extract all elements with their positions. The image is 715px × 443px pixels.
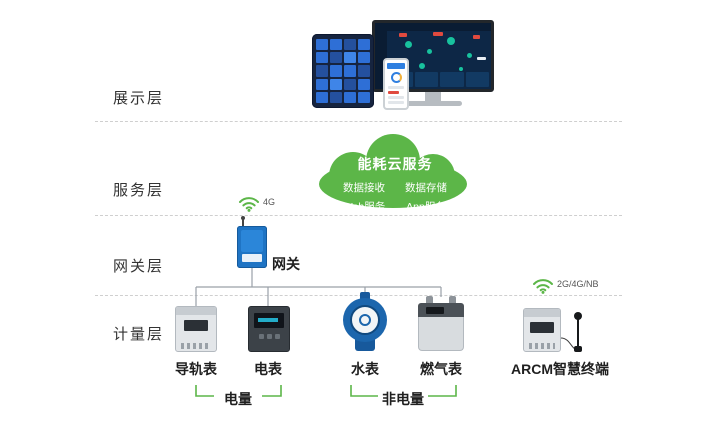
monitor-stand-base	[404, 101, 462, 106]
phone-header-bar	[387, 63, 405, 69]
meter-label-electric: 电表	[254, 361, 282, 377]
layer-separator-3	[95, 295, 622, 296]
gateway-face	[241, 230, 263, 252]
panel-meter-screen	[254, 313, 284, 328]
meter-label-water: 水表	[351, 361, 379, 377]
electric-panel-meter	[248, 306, 290, 352]
gateway-antenna	[241, 216, 245, 226]
layer-label-metering: 计量层	[113, 326, 165, 343]
layer-label-display: 展示层	[113, 90, 165, 107]
layer-label-service: 服务层	[113, 182, 165, 199]
cloud-item-web-service: Web服务	[342, 201, 386, 213]
arcm-wifi-signal-icon	[533, 279, 553, 294]
wifi-signal-icon	[239, 197, 259, 212]
water-meter	[342, 292, 388, 354]
gas-meter	[418, 296, 464, 352]
layer-separator-1	[95, 121, 622, 122]
gateway-wireless-label: 4G	[263, 197, 276, 207]
energy-cloud-service: 能耗云服务 数据接收 数据存储 Web服务 App服务	[305, 134, 485, 214]
external-antenna	[573, 312, 583, 352]
group-label-non-electric-quantity: 非电量	[382, 391, 424, 407]
cloud-shape	[319, 134, 467, 208]
meter-label-din-rail: 导轨表	[175, 361, 217, 377]
cloud-service-list: 数据接收 数据存储 Web服务 App服务	[333, 180, 457, 214]
water-meter-head	[343, 298, 387, 342]
layer-label-gateway: 网关层	[113, 258, 165, 275]
din-rail-meter	[175, 306, 217, 352]
arcm-smart-terminal-device	[523, 308, 561, 352]
phone-donut-chart	[390, 72, 402, 83]
cloud-item-data-storage: 数据存储	[405, 182, 447, 194]
layer-separator-2	[95, 215, 622, 216]
gas-meter-screen	[426, 307, 444, 314]
cloud-title: 能耗云服务	[357, 156, 433, 172]
monitor-stand-neck	[425, 92, 441, 101]
cloud-text: 能耗云服务 数据接收 数据存储 Web服务 App服务	[305, 134, 485, 214]
meter-label-arcm: ARCM智慧终端	[511, 361, 609, 377]
group-label-electric-quantity: 电量	[224, 391, 252, 407]
dashboard-tablet	[312, 34, 374, 108]
gateway-label: 网关	[272, 256, 300, 272]
gateway-device	[237, 216, 267, 268]
gateway-label-strip	[242, 254, 262, 262]
meter-label-gas: 燃气表	[420, 361, 462, 377]
tablet-tile-grid	[316, 39, 370, 103]
dashboard-phone	[383, 58, 409, 110]
arcm-wireless-label: 2G/4G/NB	[557, 279, 599, 289]
cloud-item-app-service: App服务	[406, 201, 446, 213]
cloud-item-data-receive: 数据接收	[343, 182, 385, 194]
